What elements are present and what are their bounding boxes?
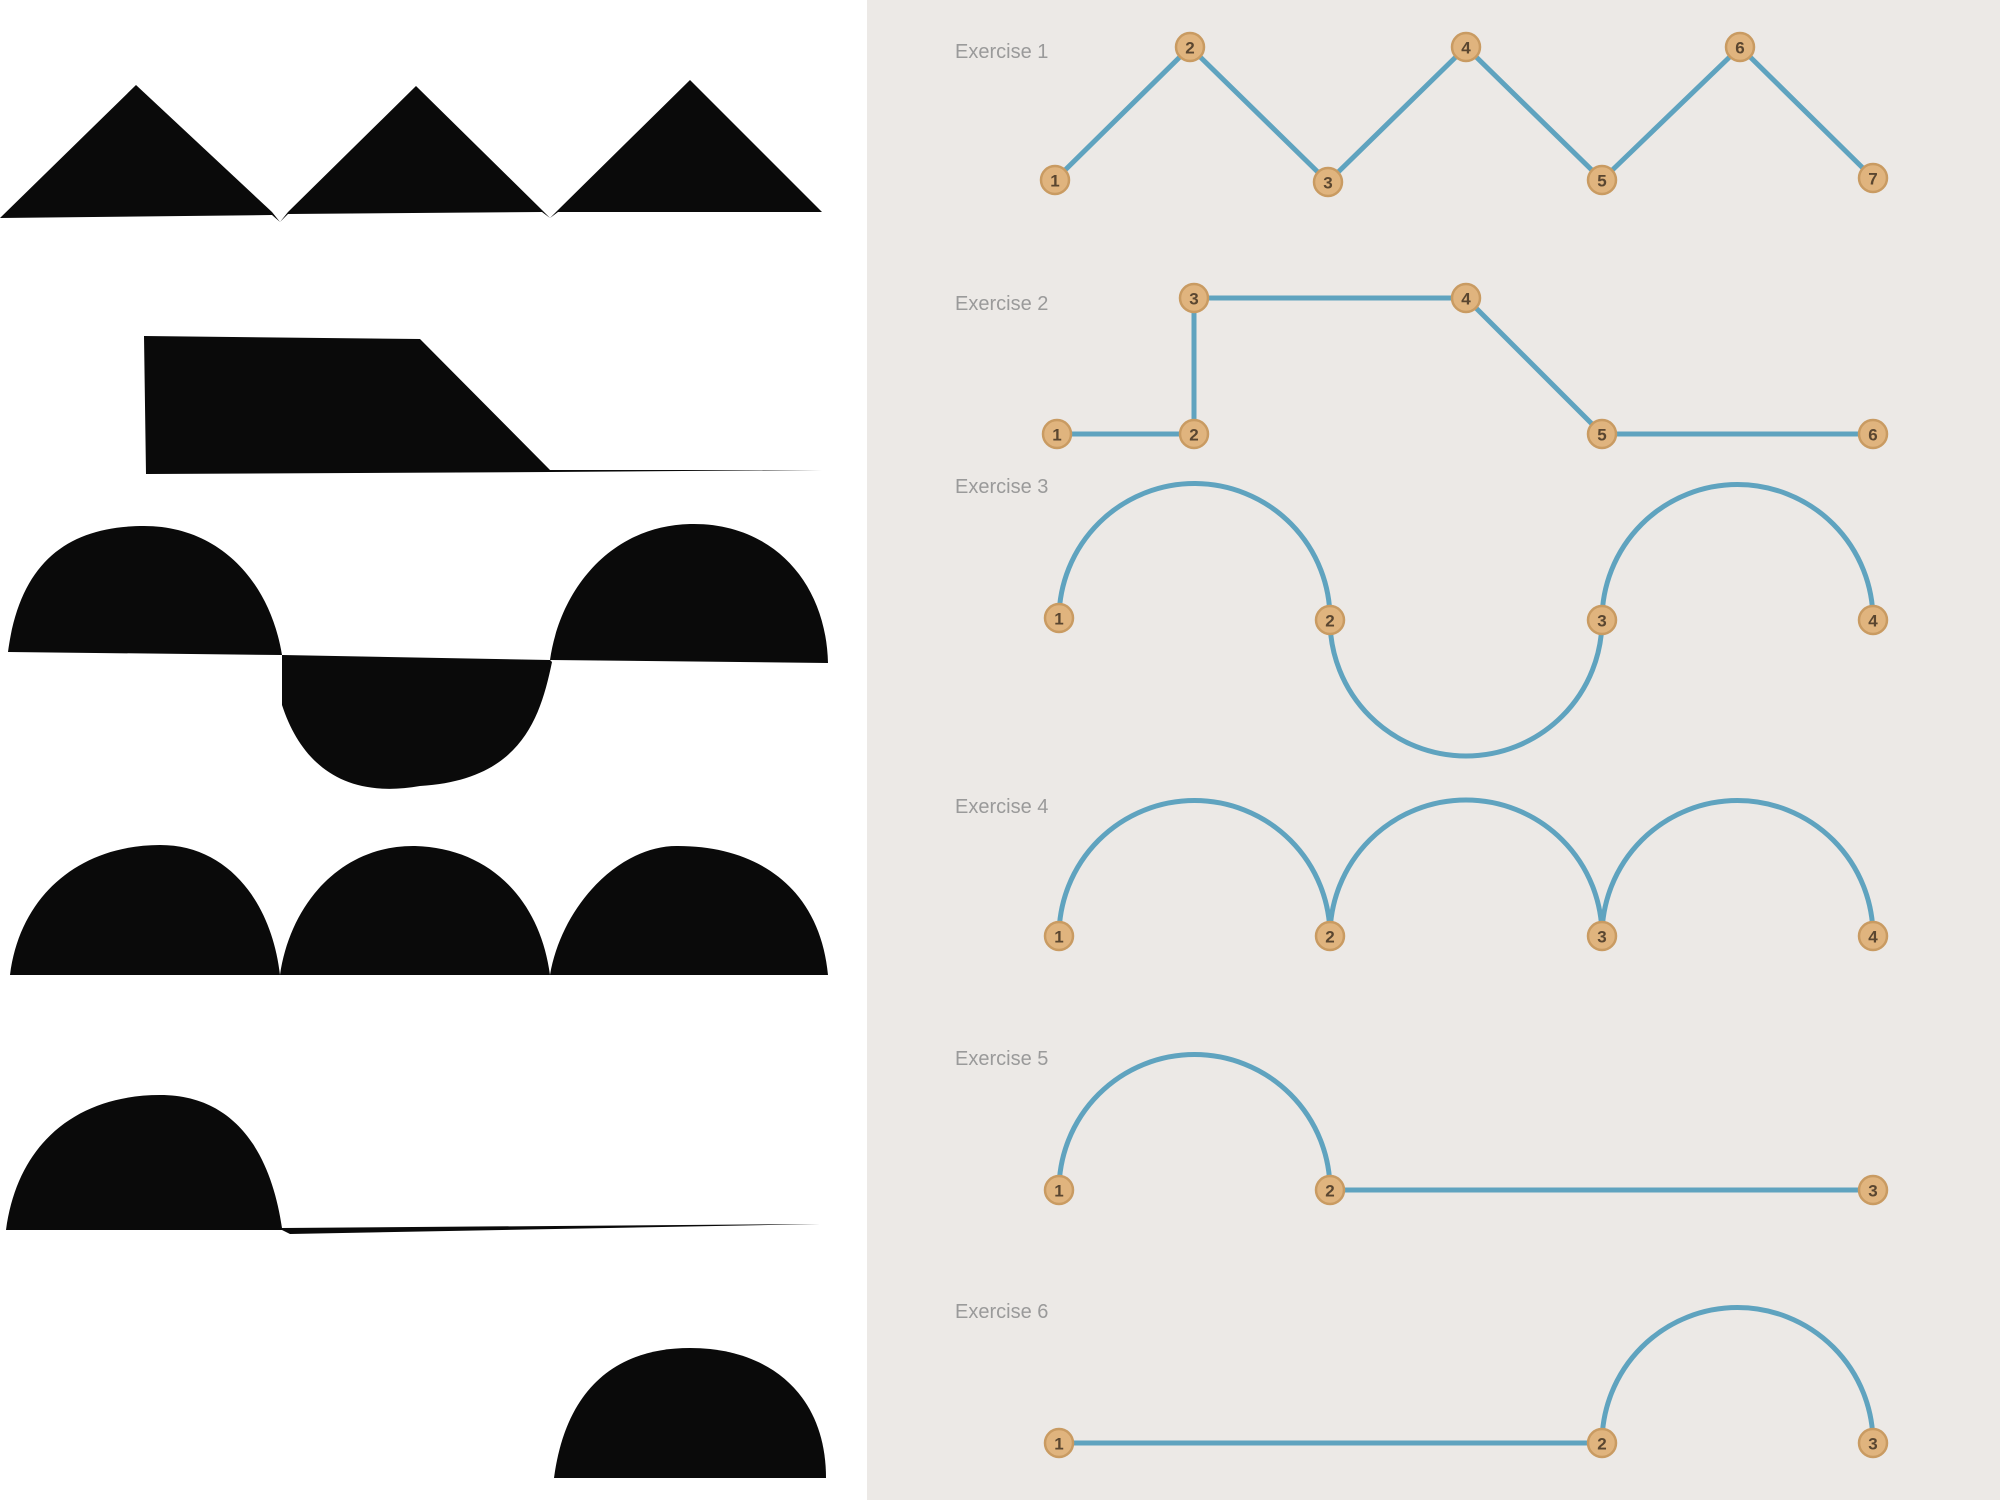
node-4: 4 bbox=[1857, 920, 1889, 952]
node-number: 5 bbox=[1597, 426, 1606, 445]
node-3: 3 bbox=[1586, 920, 1618, 952]
node-4: 4 bbox=[1857, 604, 1889, 636]
node-number: 4 bbox=[1461, 290, 1471, 309]
exercise-1: Exercise 1 1 2 3 4 5 6 7 bbox=[955, 31, 1889, 198]
node-number: 6 bbox=[1868, 426, 1877, 445]
node-4: 4 bbox=[1450, 31, 1482, 63]
node-number: 3 bbox=[1323, 174, 1332, 193]
exercise-5: Exercise 5 1 2 3 bbox=[955, 1048, 1889, 1206]
node-number: 3 bbox=[1189, 290, 1198, 309]
node-number: 1 bbox=[1054, 610, 1063, 629]
node-number: 1 bbox=[1054, 1435, 1063, 1454]
node-number: 3 bbox=[1597, 928, 1606, 947]
node-2: 2 bbox=[1178, 418, 1210, 450]
node-number: 2 bbox=[1325, 1182, 1334, 1201]
node-2: 2 bbox=[1314, 1174, 1346, 1206]
node-number: 4 bbox=[1461, 39, 1471, 58]
exercise-3: Exercise 3 1 2 3 4 bbox=[955, 476, 1889, 759]
node-1: 1 bbox=[1043, 1427, 1075, 1459]
node-3: 3 bbox=[1857, 1174, 1889, 1206]
node-number: 1 bbox=[1054, 928, 1063, 947]
node-number: 2 bbox=[1325, 928, 1334, 947]
node-2: 2 bbox=[1174, 31, 1206, 63]
exercise-path bbox=[1056, 481, 1876, 759]
shape-row-1-triangles bbox=[0, 80, 822, 222]
node-number: 5 bbox=[1597, 172, 1606, 191]
node-number: 2 bbox=[1325, 612, 1334, 631]
node-2: 2 bbox=[1314, 920, 1346, 952]
node-1: 1 bbox=[1039, 164, 1071, 196]
node-number: 1 bbox=[1054, 1182, 1063, 1201]
shape-row-5-dome-line bbox=[6, 1095, 820, 1234]
exercise-label: Exercise 5 bbox=[955, 1048, 1048, 1070]
node-number: 3 bbox=[1868, 1182, 1877, 1201]
exercise-label: Exercise 1 bbox=[955, 41, 1048, 63]
node-4: 4 bbox=[1450, 282, 1482, 314]
node-3: 3 bbox=[1857, 1427, 1889, 1459]
exercise-label: Exercise 3 bbox=[955, 476, 1048, 498]
exercise-path bbox=[1054, 295, 1876, 437]
exercise-2: Exercise 2 1 2 3 4 5 6 bbox=[955, 282, 1889, 450]
shape-panel bbox=[0, 0, 867, 1500]
shape-silhouettes bbox=[0, 80, 828, 1478]
shape-row-3-wave bbox=[8, 523, 828, 789]
exercise-4: Exercise 4 1 2 3 4 bbox=[955, 796, 1889, 952]
exercise-label: Exercise 4 bbox=[955, 796, 1048, 818]
node-1: 1 bbox=[1043, 1174, 1075, 1206]
node-1: 1 bbox=[1041, 418, 1073, 450]
shape-row-2-ramp bbox=[12, 336, 822, 474]
exercise-label: Exercise 6 bbox=[955, 1301, 1048, 1323]
exercise-path bbox=[1056, 1305, 1876, 1446]
exercise-label: Exercise 2 bbox=[955, 293, 1048, 315]
node-number: 3 bbox=[1597, 612, 1606, 631]
node-number: 1 bbox=[1052, 426, 1061, 445]
exercise-path bbox=[1056, 797, 1876, 939]
node-2: 2 bbox=[1314, 604, 1346, 636]
node-number: 7 bbox=[1868, 170, 1877, 189]
node-3: 3 bbox=[1312, 166, 1344, 198]
node-number: 2 bbox=[1185, 39, 1194, 58]
node-2: 2 bbox=[1586, 1427, 1618, 1459]
node-1: 1 bbox=[1043, 920, 1075, 952]
node-number: 4 bbox=[1868, 928, 1878, 947]
node-1: 1 bbox=[1043, 602, 1075, 634]
node-3: 3 bbox=[1178, 282, 1210, 314]
exercise-6: Exercise 6 1 2 3 bbox=[955, 1301, 1889, 1459]
node-number: 4 bbox=[1868, 612, 1878, 631]
node-3: 3 bbox=[1586, 604, 1618, 636]
shape-row-4-domes bbox=[10, 845, 828, 975]
node-number: 2 bbox=[1189, 426, 1198, 445]
node-6: 6 bbox=[1857, 418, 1889, 450]
node-6: 6 bbox=[1724, 31, 1756, 63]
node-5: 5 bbox=[1586, 164, 1618, 196]
node-7: 7 bbox=[1857, 162, 1889, 194]
node-5: 5 bbox=[1586, 418, 1618, 450]
exercise-path bbox=[1052, 44, 1876, 185]
node-number: 3 bbox=[1868, 1435, 1877, 1454]
exercise-path bbox=[1056, 1052, 1876, 1193]
node-number: 2 bbox=[1597, 1435, 1606, 1454]
shape-row-6-dome bbox=[554, 1348, 826, 1478]
node-number: 6 bbox=[1735, 39, 1744, 58]
node-number: 1 bbox=[1050, 172, 1059, 191]
